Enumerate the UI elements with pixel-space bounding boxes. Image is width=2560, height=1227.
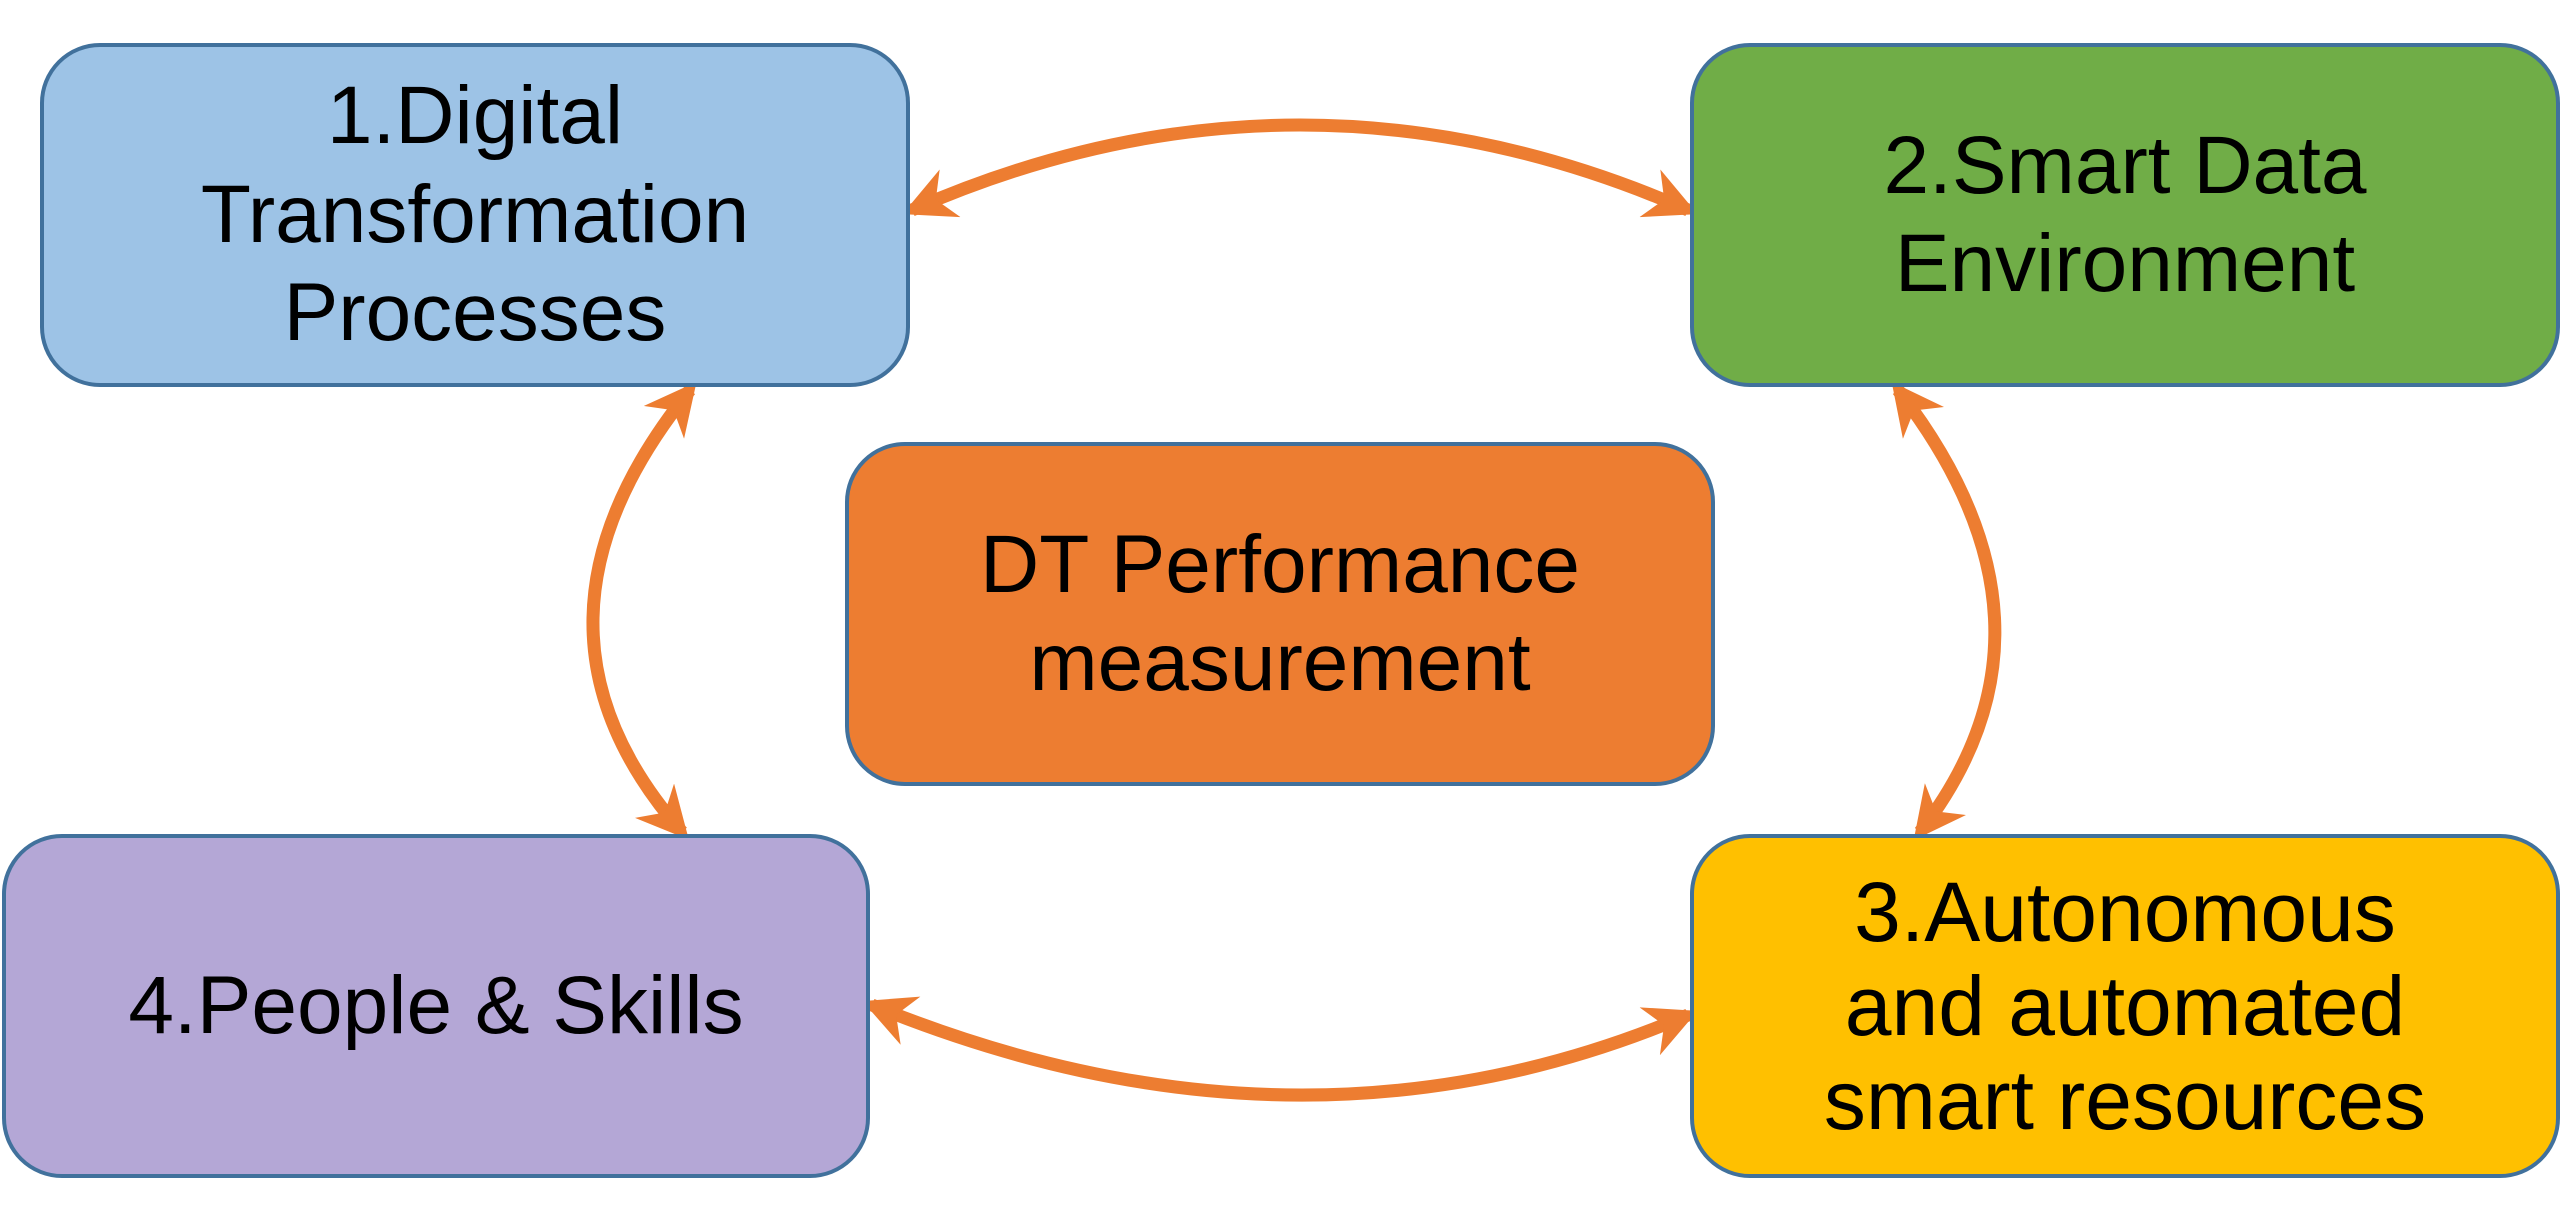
people-skills-box: 4.People & Skills <box>2 834 870 1178</box>
box2-label: 2.Smart Data Environment <box>1883 119 2367 309</box>
center-label: DT Performance measurement <box>979 518 1581 708</box>
dt-performance-measurement-box: DT Performance measurement <box>845 442 1715 786</box>
connector-4-1 <box>586 381 697 840</box>
connector-1-2 <box>902 118 1698 218</box>
box3-label: 3.Autonomous and automated smart resourc… <box>1823 864 2427 1148</box>
connector-3-4 <box>862 996 1698 1102</box>
digital-transformation-processes-box: 1.Digital Transformation Processes <box>40 43 910 387</box>
box1-label: 1.Digital Transformation Processes <box>200 70 750 359</box>
autonomous-smart-resources-box: 3.Autonomous and automated smart resourc… <box>1690 834 2560 1178</box>
connector-2-3 <box>1891 381 2002 841</box>
smart-data-environment-box: 2.Smart Data Environment <box>1690 43 2560 387</box>
box4-label: 4.People & Skills <box>128 959 744 1051</box>
